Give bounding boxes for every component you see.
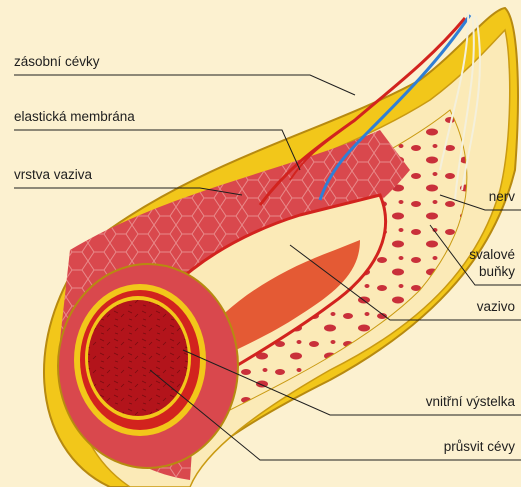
label-prusvit-cevy: průsvit cévy [444,439,515,455]
label-vazivo: vazivo [477,299,515,315]
lumen-fibers [88,300,188,416]
label-vrstva-vaziva: vrstva vaziva [14,167,92,183]
label-nerv: nerv [489,189,515,205]
label-vnitrni-vystelka: vnitřní výstelka [426,394,515,410]
label-zasobni-cevky: zásobní cévky [14,54,100,70]
pointer-zasobni-cevky [14,75,355,95]
label-svalove: svalové [469,247,515,263]
label-bunky: buňky [479,264,515,280]
label-elasticka-membrana: elastická membrána [14,109,135,125]
